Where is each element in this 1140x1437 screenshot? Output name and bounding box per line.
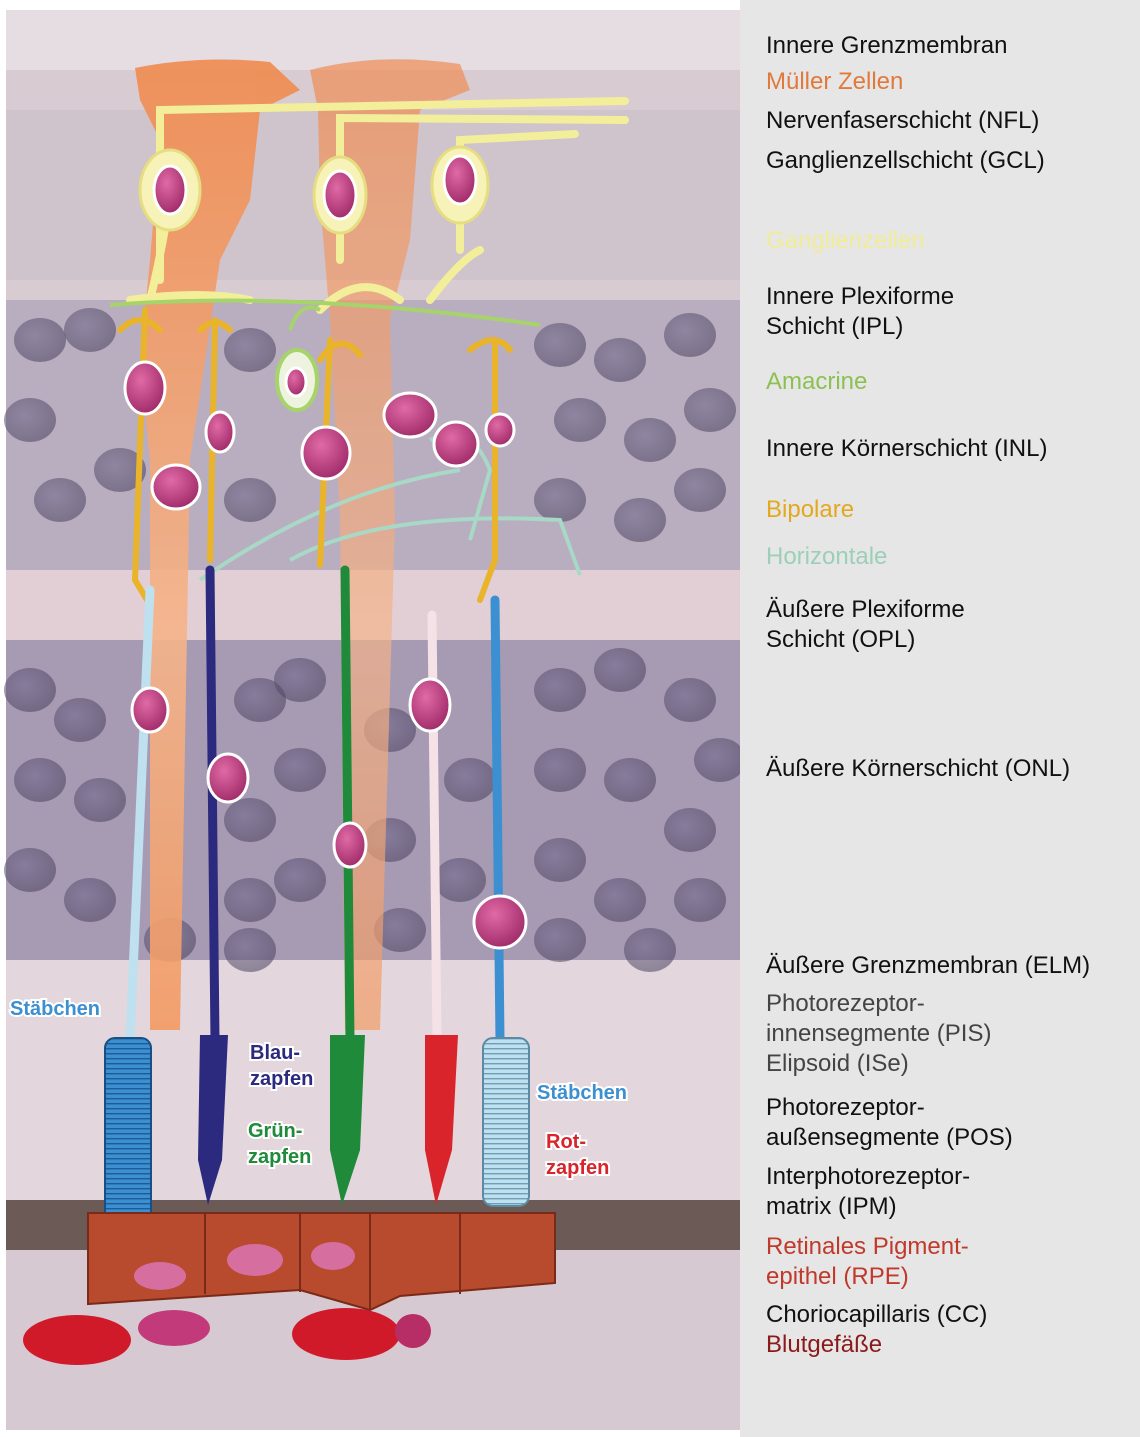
cell-nucleus <box>132 688 168 732</box>
cell-nucleus <box>334 823 366 867</box>
background-nucleus <box>594 648 646 692</box>
background-nucleus <box>664 808 716 852</box>
legend-ipm-1: Interphotorezeptor- <box>766 1162 970 1192</box>
background-nucleus <box>534 478 586 522</box>
background-nucleus <box>554 398 606 442</box>
legend-opl-1: Äußere Plexiforme <box>766 595 965 625</box>
legend-amacrine: Amacrine <box>766 367 867 397</box>
red-cone-label-1: Rot- <box>546 1131 586 1153</box>
background-nucleus <box>64 878 116 922</box>
background-nucleus <box>594 878 646 922</box>
rod-outer-segment-right <box>483 1038 529 1206</box>
background-nucleus <box>534 838 586 882</box>
legend-ipl-1: Innere Plexiforme <box>766 282 954 312</box>
background-nucleus <box>274 858 326 902</box>
legend-ganglion: Ganglienzellen <box>766 226 925 256</box>
legend-cc: Choriocapillaris (CC) <box>766 1300 987 1330</box>
legend-pis-2: innensegmente (PIS) <box>766 1019 991 1049</box>
background-nucleus <box>224 928 276 972</box>
background-nucleus <box>624 418 676 462</box>
legend-bipolar: Bipolare <box>766 495 854 525</box>
background-nucleus <box>14 758 66 802</box>
cell-nucleus <box>444 156 476 204</box>
cell-nucleus <box>286 368 306 396</box>
retina-illustration: Stäbchen Blau- zapfen Grün- zapfen Stäbc… <box>0 0 740 1437</box>
background-nucleus <box>274 748 326 792</box>
background-nucleus <box>674 878 726 922</box>
background-nucleus <box>614 498 666 542</box>
legend-pos-2: außensegmente (POS) <box>766 1123 1013 1153</box>
cell-nucleus <box>434 422 478 466</box>
cell-nucleus <box>125 362 165 414</box>
legend-inl: Innere Körnerschicht (INL) <box>766 434 1047 464</box>
legend-pis-1: Photorezeptor- <box>766 989 925 1019</box>
rod-outer-segment-left <box>105 1038 151 1230</box>
legend-ise: Elipsoid (ISe) <box>766 1049 909 1079</box>
cell-nucleus <box>324 171 356 219</box>
legend-horizontal: Horizontale <box>766 542 887 572</box>
legend-pos-1: Photorezeptor- <box>766 1093 925 1123</box>
legend-ipl-2: Schicht (IPL) <box>766 312 903 342</box>
cell-nucleus <box>302 427 350 479</box>
legend-gcl: Ganglienzellschicht (GCL) <box>766 146 1045 176</box>
cell-nucleus <box>206 412 234 452</box>
background-nucleus <box>4 668 56 712</box>
green-cone-label-1: Grün- <box>248 1120 302 1142</box>
legend-rpe-1: Retinales Pigment- <box>766 1232 969 1262</box>
background-nucleus <box>534 918 586 962</box>
legend-ilm: Innere Grenzmembran <box>766 31 1007 61</box>
cell-nucleus <box>154 166 186 214</box>
background-nucleus <box>534 748 586 792</box>
legend-rpe-2: epithel (RPE) <box>766 1262 909 1292</box>
cell-nucleus <box>384 393 436 437</box>
background-nucleus <box>224 478 276 522</box>
cell-nucleus <box>152 465 200 509</box>
background-nucleus <box>604 758 656 802</box>
legend-opl-2: Schicht (OPL) <box>766 625 915 655</box>
blue-cone-label-2: zapfen <box>250 1068 313 1090</box>
background-nucleus <box>34 478 86 522</box>
cell-nucleus <box>486 414 514 446</box>
blue-cone-label-1: Blau- <box>250 1042 300 1064</box>
background-nucleus <box>224 878 276 922</box>
legend-ipm-2: matrix (IPM) <box>766 1192 897 1222</box>
legend-elm: Äußere Grenzmembran (ELM) <box>766 951 1090 981</box>
background-nucleus <box>594 338 646 382</box>
background-nucleus <box>684 388 736 432</box>
background-nucleus <box>4 848 56 892</box>
background-nucleus <box>444 758 496 802</box>
legend-mueller: Müller Zellen <box>766 67 903 97</box>
background-nucleus <box>664 313 716 357</box>
background-nucleus <box>224 328 276 372</box>
background-nucleus <box>4 398 56 442</box>
background-nucleus <box>534 668 586 712</box>
red-cone-label-2: zapfen <box>546 1157 609 1179</box>
background-nucleus <box>664 678 716 722</box>
background-nucleus <box>674 468 726 512</box>
background-nucleus <box>434 858 486 902</box>
legend-nfl: Nervenfaserschicht (NFL) <box>766 106 1039 136</box>
legend-vessels: Blutgefäße <box>766 1330 882 1360</box>
rods-left-label: Stäbchen <box>10 998 100 1020</box>
legend-onl: Äußere Körnerschicht (ONL) <box>766 754 1070 784</box>
layer-legend: Innere Grenzmembran Müller Zellen Nerven… <box>740 0 1140 1437</box>
cell-nucleus <box>208 754 248 802</box>
rods-right-label: Stäbchen <box>537 1082 627 1104</box>
background-nucleus <box>224 798 276 842</box>
cell-nucleus <box>410 679 450 731</box>
cell-nucleus <box>474 896 526 948</box>
background-nucleus <box>274 658 326 702</box>
background-nucleus <box>14 318 66 362</box>
background-nucleus <box>624 928 676 972</box>
background-nucleus <box>74 778 126 822</box>
background-nucleus <box>534 323 586 367</box>
green-cone-label-2: zapfen <box>248 1146 311 1168</box>
background-nucleus <box>54 698 106 742</box>
background-nucleus <box>64 308 116 352</box>
